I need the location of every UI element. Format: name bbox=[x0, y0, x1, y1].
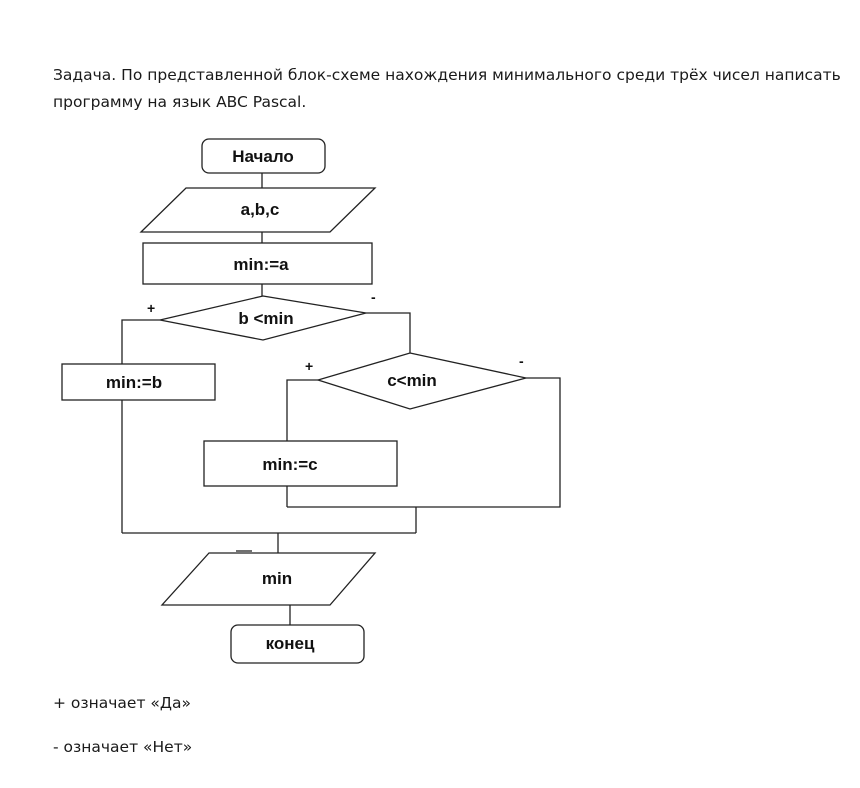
start-terminal: Начало bbox=[201, 138, 326, 174]
decision1-label: b <min bbox=[238, 309, 293, 328]
task-statement: Задача. По представленной блок-схеме нах… bbox=[53, 66, 841, 111]
assign-b-process: min:=b bbox=[61, 363, 216, 401]
start-label: Начало bbox=[232, 147, 294, 166]
decision2-no-sign: - bbox=[519, 353, 524, 369]
end-label: конец bbox=[266, 634, 315, 653]
decision-c-less-min: c<min bbox=[315, 352, 527, 410]
decision-b-less-min: b <min bbox=[159, 295, 367, 341]
legend-no: - означает «Нет» bbox=[53, 738, 193, 756]
decision2-yes-sign: + bbox=[305, 358, 313, 374]
flowchart-connectors bbox=[121, 173, 561, 625]
init-process: min:=a bbox=[142, 242, 373, 285]
output-block: min bbox=[160, 552, 377, 606]
input-block: a,b,c bbox=[139, 187, 377, 233]
end-terminal: конец bbox=[230, 624, 365, 664]
decision1-yes-sign: + bbox=[147, 300, 155, 316]
input-label: a,b,c bbox=[241, 200, 280, 219]
decision1-no-sign: - bbox=[371, 289, 376, 305]
init-label: min:=a bbox=[233, 255, 289, 274]
legend-yes: + означает «Да» bbox=[53, 694, 191, 712]
assign-c-label: min:=c bbox=[262, 455, 317, 474]
output-label: min bbox=[262, 569, 292, 588]
decision2-label: c<min bbox=[387, 371, 437, 390]
assign-c-process: min:=c bbox=[203, 440, 398, 487]
assign-b-label: min:=b bbox=[106, 373, 162, 392]
